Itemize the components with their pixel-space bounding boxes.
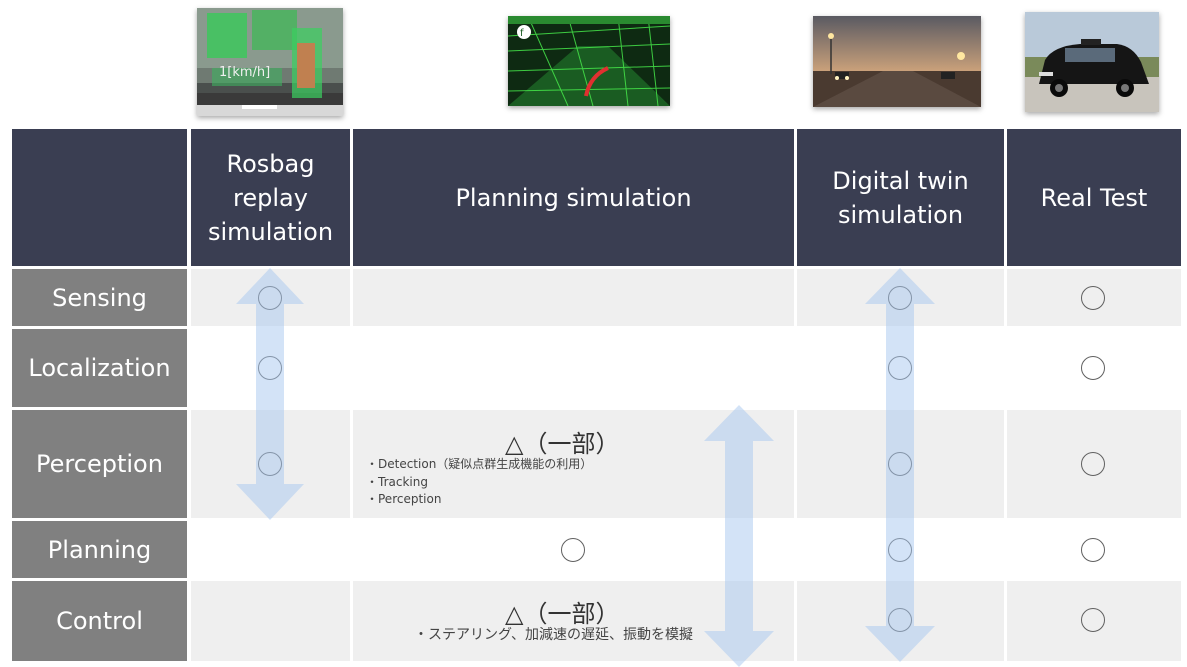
row-label-control: Control	[12, 581, 187, 661]
note-detection: ・Detection（疑似点群生成機能の利用）	[366, 457, 593, 471]
column-header-rosbag-replay: Rosbag replay simulation	[191, 129, 350, 266]
row-label-planning: Planning	[12, 521, 187, 578]
row-label-sensing: Sensing	[12, 269, 187, 326]
support-circle	[1081, 452, 1105, 476]
control-partial-title: △（一部）	[505, 600, 620, 628]
note-perception: ・Perception	[366, 492, 442, 506]
column-header-label: Rosbag replay simulation	[207, 149, 334, 246]
support-circle	[1081, 286, 1105, 310]
real-test-thumbnail	[1025, 12, 1159, 112]
cell-sensing-planning	[353, 269, 794, 326]
rosbag-replay-thumbnail: 1[km/h]	[197, 8, 343, 116]
cell-planning-rosbag	[191, 521, 350, 578]
row-label-text: Perception	[36, 450, 163, 478]
svg-text:f: f	[520, 28, 524, 39]
column-header-label: Planning simulation	[455, 183, 692, 212]
header-corner	[12, 129, 187, 266]
rosbag-range-arrow	[236, 268, 304, 520]
column-header-digital-twin: Digital twin simulation	[797, 129, 1004, 266]
cell-control-rosbag	[191, 581, 350, 661]
perception-partial-title: △（一部）	[505, 430, 620, 458]
column-header-planning-simulation: Planning simulation	[353, 129, 794, 266]
digital-twin-thumbnail	[813, 16, 981, 107]
planning-range-arrow	[704, 405, 774, 667]
column-header-real-test: Real Test	[1007, 129, 1181, 266]
cell-localization-planning	[353, 329, 794, 407]
row-label-localization: Localization	[12, 329, 187, 407]
row-label-text: Sensing	[52, 283, 147, 312]
rosbag-overlay-text: 1[km/h]	[219, 65, 270, 80]
row-label-perception: Perception	[12, 410, 187, 518]
row-label-text: Planning	[47, 535, 152, 564]
planning-simulation-thumbnail: f	[508, 16, 670, 106]
note-tracking: ・Tracking	[366, 474, 428, 489]
row-label-text: Control	[56, 607, 143, 635]
control-note: ・ステアリング、加減速の遅延、振動を模擬	[414, 627, 694, 643]
perception-notes: ・Detection（疑似点群生成機能の利用） ・Tracking ・Perce…	[366, 456, 592, 509]
support-circle	[1081, 538, 1105, 562]
support-circle	[1081, 356, 1105, 380]
column-header-label: Real Test	[1040, 183, 1148, 212]
row-label-text: Localization	[28, 354, 171, 382]
support-circle	[561, 538, 585, 562]
support-circle	[1081, 608, 1105, 632]
digital-twin-range-arrow	[865, 268, 935, 662]
column-header-label: Digital twin simulation	[832, 166, 969, 229]
